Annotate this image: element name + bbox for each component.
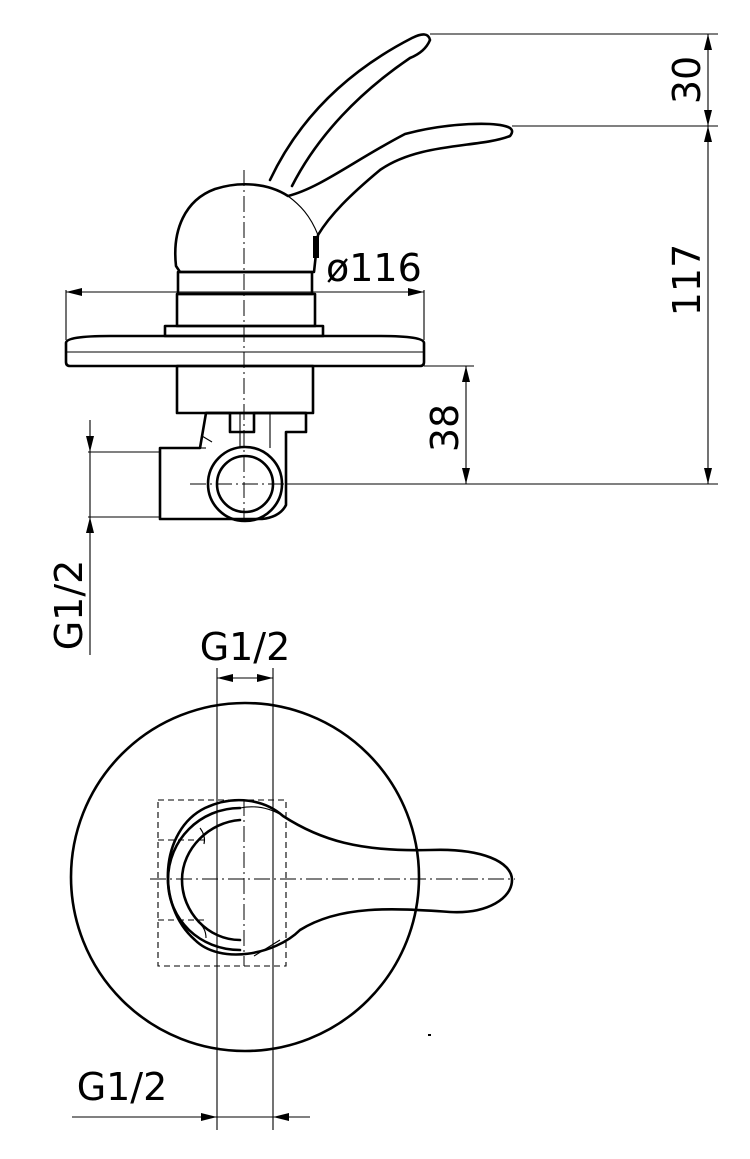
side-view [64,33,514,523]
dim-top-height: 30 [665,56,709,104]
dim-front-top-inlet: G1/2 [200,625,291,669]
neck [176,270,314,296]
dim-wall-depth: 38 [423,404,467,452]
speck [428,1034,431,1036]
front-lever [166,798,514,956]
dim-side-inlet: G1/2 [47,560,91,651]
dim-front-bottom-inlet: G1/2 [77,1065,168,1109]
lever-raised-outline [268,33,432,188]
lever-button [313,236,319,258]
front-view [69,701,515,1053]
front-inner-ring [166,806,242,952]
valve-body [158,411,308,521]
dimension-lines: 30 117 ø116 38 G1/2 [47,33,718,655]
dim-total-height: 117 [665,244,709,317]
wall-plate [64,334,426,368]
cartridge-body [175,364,315,415]
hidden-valve-body [157,799,287,967]
dim-plate-diameter: ø116 [326,246,422,290]
lever-body [174,122,514,274]
lever-seam [287,195,319,236]
front-plate [69,701,421,1053]
front-dimensions: G1/2 G1/2 [72,625,310,1130]
collar [175,292,317,328]
